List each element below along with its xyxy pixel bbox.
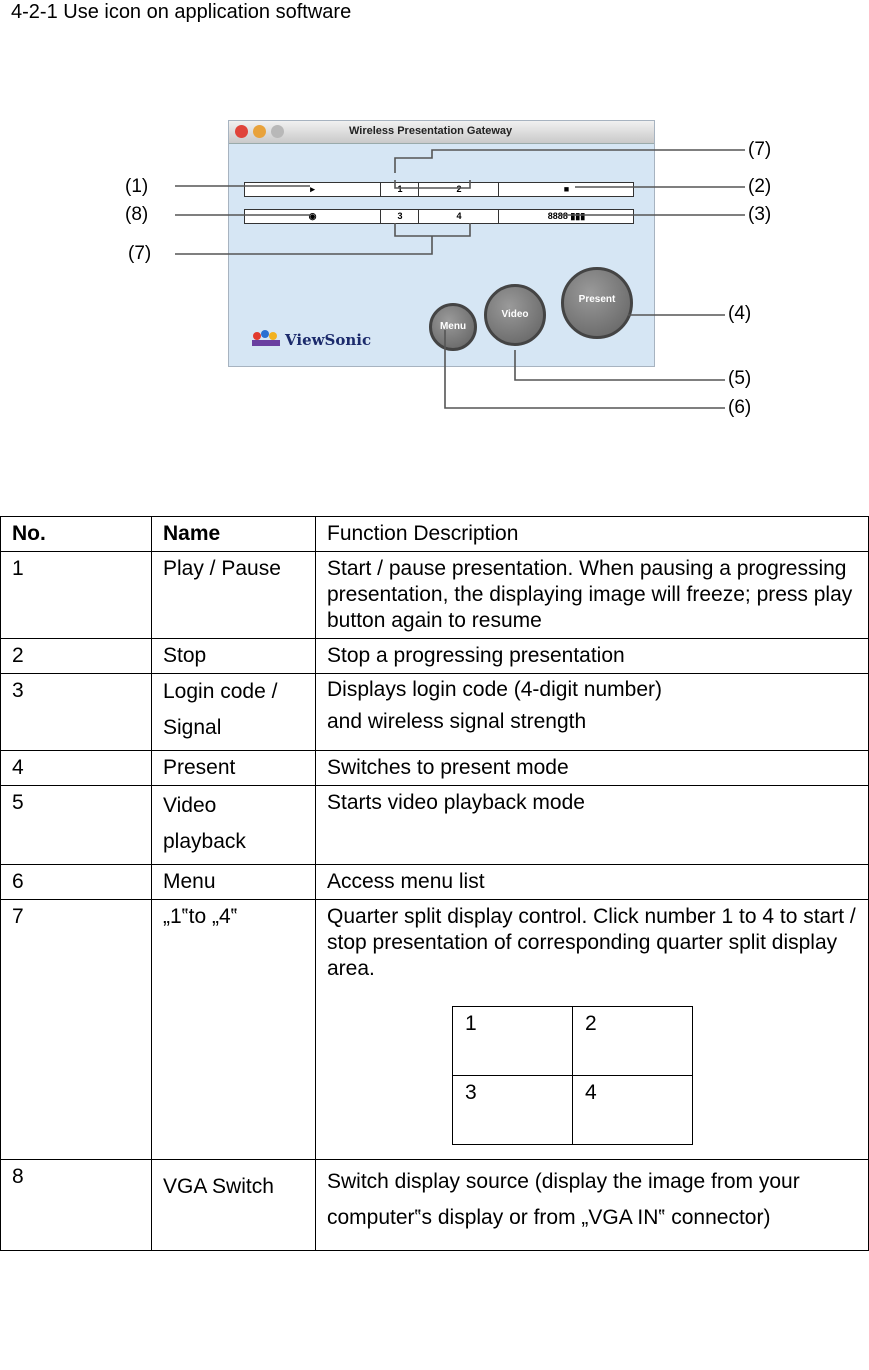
table-row: 6 Menu Access menu list <box>0 864 869 900</box>
row-no: 3 <box>0 673 152 751</box>
row-name: Stop <box>151 638 316 674</box>
header-no: No. <box>0 516 152 552</box>
callout-3: (3) <box>748 204 772 225</box>
row-desc: Start / pause presentation. When pausing… <box>315 551 869 639</box>
row-desc: Quarter split display control. Click num… <box>315 899 869 1160</box>
row-name-line: playback <box>163 830 246 853</box>
table-row: 7 „1‟to „4‟ Quarter split display contro… <box>0 899 869 1160</box>
row-name: Login code / Signal <box>151 673 316 751</box>
video-label: Video <box>501 309 529 320</box>
row-desc: Access menu list <box>315 864 869 900</box>
row-desc-text: Quarter split display control. Click num… <box>327 905 856 980</box>
row-no: 4 <box>0 750 152 786</box>
callout-4: (4) <box>728 303 752 324</box>
callout-lines <box>175 149 745 409</box>
row-name-line: Video <box>163 794 217 817</box>
table-row: 3 Login code / Signal Displays login cod… <box>0 673 869 751</box>
table-row: 4 Present Switches to present mode <box>0 750 869 786</box>
quadrant-4-button[interactable]: 4 <box>418 210 499 223</box>
row-name: „1‟to „4‟ <box>151 899 316 1160</box>
row-name: VGA Switch <box>151 1159 316 1251</box>
row-desc-line: and wireless signal strength <box>327 710 587 733</box>
table-row: 5 Video playback Starts video playback m… <box>0 785 869 865</box>
row-name-line: Signal <box>163 716 222 739</box>
row-name-line: Login code / <box>163 680 278 703</box>
signal-strength-icon: ▮▮▮ <box>570 211 586 221</box>
callout-8: (8) <box>125 204 149 225</box>
section-heading: 4-2-1 Use icon on application software <box>11 1 352 23</box>
present-label: Present <box>578 294 616 305</box>
stop-icon: ■ <box>563 184 570 194</box>
present-button[interactable]: Present <box>561 267 633 339</box>
window-title: Wireless Presentation Gateway <box>349 125 513 137</box>
row-desc: Switch display source (display the image… <box>315 1159 869 1251</box>
header-desc: Function Description <box>315 516 869 552</box>
row-name: Menu <box>151 864 316 900</box>
quarter-split-grid: 1 2 3 4 <box>452 1006 693 1145</box>
control-strip-top: ▸ 1 2 ■ <box>244 182 634 197</box>
close-icon[interactable] <box>235 125 248 138</box>
minimize-icon[interactable] <box>253 125 266 138</box>
birds-icon <box>252 330 280 346</box>
control-strip-bottom: ◉ 3 4 8888 ▮▮▮ <box>244 209 634 224</box>
row-no: 2 <box>0 638 152 674</box>
function-table: No. Name Function Description 1 Play / P… <box>0 516 869 1251</box>
login-code: 8888 <box>547 211 568 221</box>
app-figure: Wireless Presentation Gateway ▸ 1 2 ■ ◉ … <box>120 110 780 430</box>
row-name: Play / Pause <box>151 551 316 639</box>
vga-switch-icon: ◉ <box>308 211 317 221</box>
table-header-row: No. Name Function Description <box>0 516 869 552</box>
stop-button[interactable]: ■ <box>498 183 634 196</box>
row-desc: Displays login code (4-digit number) and… <box>315 673 869 751</box>
app-window: Wireless Presentation Gateway ▸ 1 2 ■ ◉ … <box>228 120 655 367</box>
header-name: Name <box>151 516 316 552</box>
brand-logo: ViewSonic <box>249 330 372 349</box>
quadrant-1-button[interactable]: 1 <box>380 183 419 196</box>
quadrant-3-button[interactable]: 3 <box>380 210 419 223</box>
quarter-cell: 3 <box>452 1075 573 1145</box>
title-bar: Wireless Presentation Gateway <box>229 121 654 144</box>
row-no: 6 <box>0 864 152 900</box>
row-no: 7 <box>0 899 152 1160</box>
zoom-icon[interactable] <box>271 125 284 138</box>
login-code-signal: 8888 ▮▮▮ <box>498 210 634 223</box>
brand-name: ViewSonic <box>285 331 372 349</box>
callout-2: (2) <box>748 176 772 197</box>
callout-7-bottom: (7) <box>128 243 152 264</box>
row-no: 5 <box>0 785 152 865</box>
row-name: Video playback <box>151 785 316 865</box>
row-desc: Stop a progressing presentation <box>315 638 869 674</box>
play-pause-button[interactable]: ▸ <box>245 183 380 196</box>
table-row: 8 VGA Switch Switch display source (disp… <box>0 1159 869 1251</box>
row-no: 1 <box>0 551 152 639</box>
quarter-cell: 2 <box>572 1006 693 1076</box>
row-name: Present <box>151 750 316 786</box>
quadrant-2-button[interactable]: 2 <box>418 183 499 196</box>
menu-label: Menu <box>439 321 467 332</box>
table-row: 1 Play / Pause Start / pause presentatio… <box>0 551 869 639</box>
row-desc: Switches to present mode <box>315 750 869 786</box>
row-desc: Starts video playback mode <box>315 785 869 865</box>
table-row: 2 Stop Stop a progressing presentation <box>0 638 869 674</box>
play-icon: ▸ <box>310 184 315 194</box>
callout-5: (5) <box>728 368 752 389</box>
quarter-cell: 1 <box>452 1006 573 1076</box>
row-no: 8 <box>0 1159 152 1251</box>
callout-6: (6) <box>728 397 752 418</box>
video-button[interactable]: Video <box>484 284 546 346</box>
row-desc-line: Displays login code (4-digit number) <box>327 678 662 701</box>
menu-button[interactable]: Menu <box>429 303 477 351</box>
vga-switch-button[interactable]: ◉ <box>245 210 380 223</box>
callout-1: (1) <box>125 176 149 197</box>
callout-7-top: (7) <box>748 139 772 160</box>
quarter-cell: 4 <box>572 1075 693 1145</box>
